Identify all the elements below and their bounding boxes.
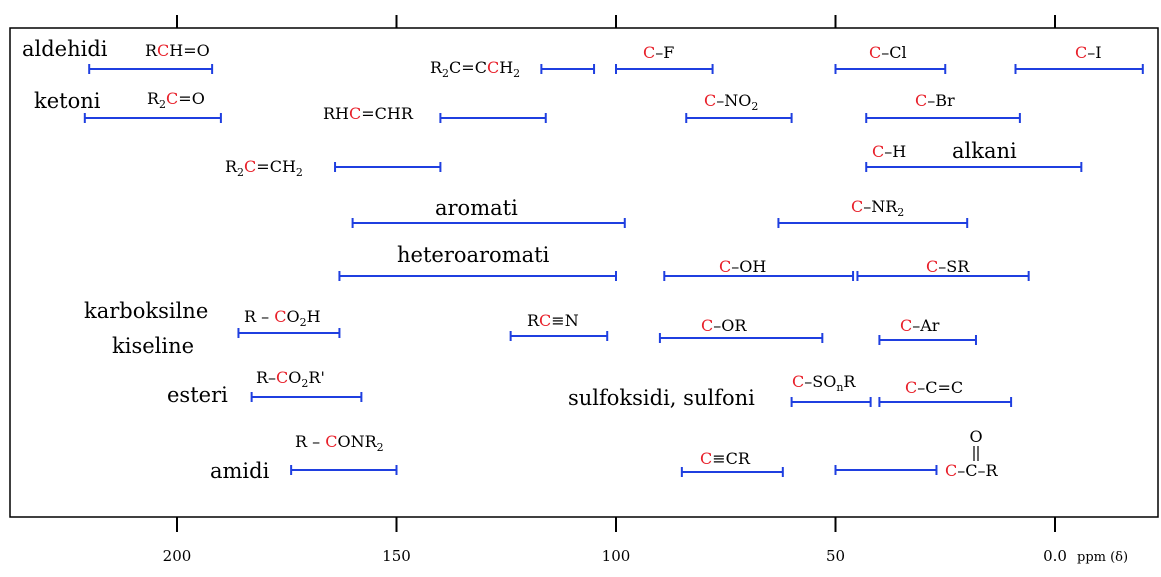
group-name-0: aldehidi (22, 37, 108, 61)
formula-14: C–OH (719, 257, 766, 276)
group-name-16-line2: kiseline (112, 334, 194, 358)
formula-7: C–NO2 (704, 91, 758, 113)
formula-8: C–Br (915, 91, 955, 110)
group-name-13: heteroaromati (397, 243, 550, 267)
carbonyl-oxygen: O (969, 427, 982, 446)
formula-5: R2C=O (147, 89, 205, 111)
group-name-21: sulfoksidi, sulfoni (568, 386, 755, 410)
formula-21: C–SOnR (792, 372, 856, 394)
formula-2: C–F (643, 43, 674, 62)
group-name-10: alkani (952, 139, 1017, 163)
formula-12: C–NR2 (851, 197, 904, 219)
formula-6: RHC=CHR (323, 104, 414, 123)
formula-0: RCH=O (145, 41, 210, 60)
group-name-23: amidi (210, 459, 270, 483)
formula-3: C–Cl (869, 43, 907, 62)
tick-label-1: 150 (382, 547, 411, 565)
formula-25: C–C–R (945, 461, 998, 480)
formula-16: R – CO2H (244, 307, 321, 329)
plot-frame (9, 27, 1159, 518)
formula-23: R – CONR2 (295, 432, 384, 454)
tick-label-4: 0.0 (1043, 547, 1067, 565)
group-name-5: ketoni (34, 89, 101, 113)
formula-19: C–Ar (900, 316, 940, 335)
formula-10: C–H (872, 142, 906, 161)
formula-15: C–SR (926, 257, 970, 276)
formula-20: R–CO2R' (256, 368, 325, 390)
formula-22: C–C=C (905, 378, 963, 397)
formula-4: C–I (1075, 43, 1102, 62)
group-name-20: esteri (167, 383, 228, 407)
group-name-11: aromati (435, 196, 518, 220)
formula-18: C–OR (701, 316, 747, 335)
formula-24: C≡CR (700, 449, 751, 468)
shift-ranges (83, 64, 1144, 477)
formula-17: RC≡N (527, 311, 579, 330)
formula-9: R2C=CH2 (225, 157, 303, 179)
group-name-16: karboksilne (84, 299, 208, 323)
x-axis-label: ppm (δ) (1077, 550, 1128, 565)
tick-label-2: 100 (602, 547, 631, 565)
axis-ticks: 200 150 100 50 0.0 (163, 15, 1067, 565)
tick-label-0: 200 (163, 547, 192, 565)
tick-label-3: 50 (826, 547, 845, 565)
formula-1: R2C=CCH2 (430, 58, 520, 80)
